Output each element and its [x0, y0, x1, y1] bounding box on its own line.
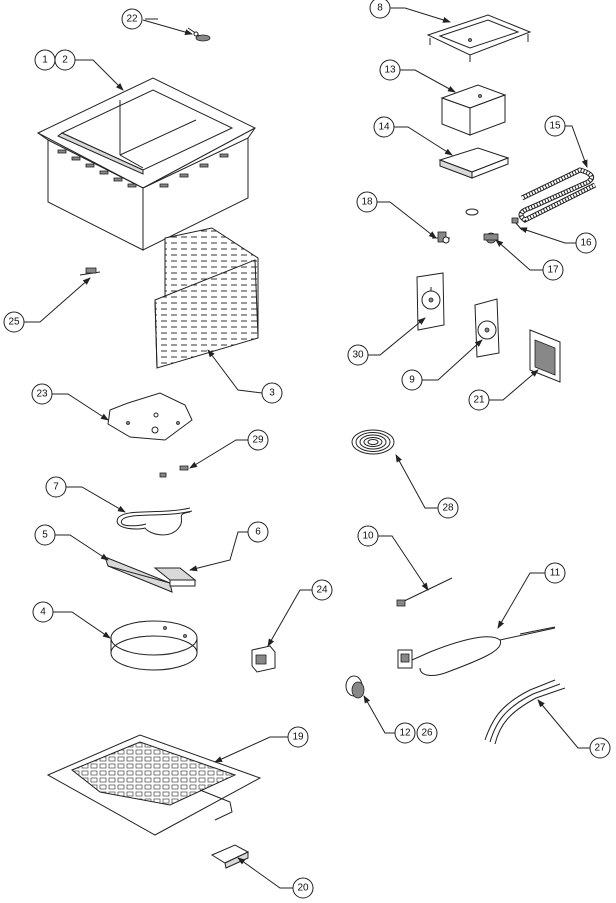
svg-text:15: 15	[549, 121, 561, 132]
part-29-clips	[159, 465, 189, 478]
part-19-pad	[46, 734, 262, 836]
svg-text:23: 23	[36, 389, 48, 400]
part-25-probe	[79, 267, 101, 276]
part-4-ring	[110, 620, 198, 671]
callout-15: 15	[544, 115, 566, 137]
svg-text:12: 12	[399, 728, 411, 739]
callout-30: 30	[347, 344, 369, 366]
svg-text:13: 13	[384, 65, 396, 76]
callout-8: 8	[369, 0, 391, 19]
callout-19: 19	[287, 726, 309, 748]
part-22-fitting	[187, 27, 211, 42]
svg-text:28: 28	[442, 503, 454, 514]
svg-text:6: 6	[255, 527, 261, 538]
callout-23: 23	[31, 383, 53, 405]
svg-text:5: 5	[42, 530, 48, 541]
svg-text:19: 19	[292, 732, 304, 743]
callout-7: 7	[45, 476, 67, 498]
svg-text:17: 17	[547, 265, 559, 276]
callout-12: 12	[394, 722, 416, 744]
svg-text:2: 2	[62, 55, 68, 66]
callout-2: 2	[54, 49, 76, 71]
svg-text:4: 4	[40, 607, 46, 618]
callout-17: 17	[542, 259, 564, 281]
leader-lines	[24, 7, 592, 889]
callout-6: 6	[247, 521, 269, 543]
callout-28: 28	[437, 497, 459, 519]
part-17-thermostat	[465, 208, 499, 244]
callout-1: 1	[34, 49, 56, 71]
svg-text:20: 20	[297, 883, 309, 894]
callout-26: 26	[416, 722, 438, 744]
part-3-shroud	[154, 227, 259, 369]
part-8-pan	[426, 14, 532, 62]
callout-18: 18	[356, 191, 378, 213]
part-24-switch	[251, 645, 276, 673]
callout-16: 16	[575, 232, 597, 254]
svg-text:27: 27	[594, 743, 606, 754]
callout-9: 9	[401, 369, 423, 391]
callout-27: 27	[589, 737, 611, 759]
svg-text:21: 21	[473, 395, 485, 406]
part-15-coil	[518, 167, 597, 223]
svg-text:14: 14	[378, 122, 390, 133]
svg-text:24: 24	[316, 585, 328, 596]
callout-24: 24	[311, 579, 333, 601]
callout-11: 11	[544, 562, 566, 584]
part-28-spiral	[351, 429, 395, 455]
svg-text:3: 3	[269, 388, 275, 399]
part-20-clip	[210, 844, 250, 869]
svg-text:18: 18	[361, 197, 373, 208]
svg-text:25: 25	[8, 317, 20, 328]
part-13-box	[440, 84, 507, 136]
svg-text:30: 30	[352, 350, 364, 361]
part-23-plate	[107, 392, 193, 441]
callout-21: 21	[468, 389, 490, 411]
part-30-dialplate	[416, 272, 445, 331]
callout-25: 25	[3, 311, 25, 333]
callout-14: 14	[373, 116, 395, 138]
callout-10: 10	[357, 525, 379, 547]
svg-text:22: 22	[126, 14, 138, 25]
part-5-bracket	[104, 556, 173, 593]
part-10-rod	[396, 577, 453, 607]
callout-5: 5	[34, 524, 56, 546]
callout-4: 4	[32, 601, 54, 623]
part-6-bracket	[153, 567, 197, 587]
svg-text:11: 11	[550, 568, 561, 579]
part-12-26-knob	[345, 675, 365, 699]
part-7-element	[116, 507, 193, 536]
svg-text:10: 10	[362, 531, 374, 542]
callout-13: 13	[379, 59, 401, 81]
svg-text:8: 8	[377, 3, 383, 14]
svg-text:16: 16	[580, 238, 592, 249]
svg-text:26: 26	[421, 728, 433, 739]
svg-text:9: 9	[409, 375, 415, 386]
part-11-element	[397, 626, 556, 676]
part-27-wires	[484, 679, 566, 745]
part-9-dialplate	[474, 298, 500, 358]
callout-3: 3	[261, 382, 283, 404]
svg-text:29: 29	[252, 435, 264, 446]
part-1-2-well	[36, 77, 257, 251]
svg-text:7: 7	[53, 482, 59, 493]
callout-29: 29	[247, 429, 269, 451]
part-21-label	[529, 329, 561, 383]
callout-20: 20	[292, 877, 314, 899]
callout-22: 22	[121, 8, 143, 30]
svg-text:1: 1	[42, 55, 48, 66]
part-14-tray	[438, 147, 510, 179]
